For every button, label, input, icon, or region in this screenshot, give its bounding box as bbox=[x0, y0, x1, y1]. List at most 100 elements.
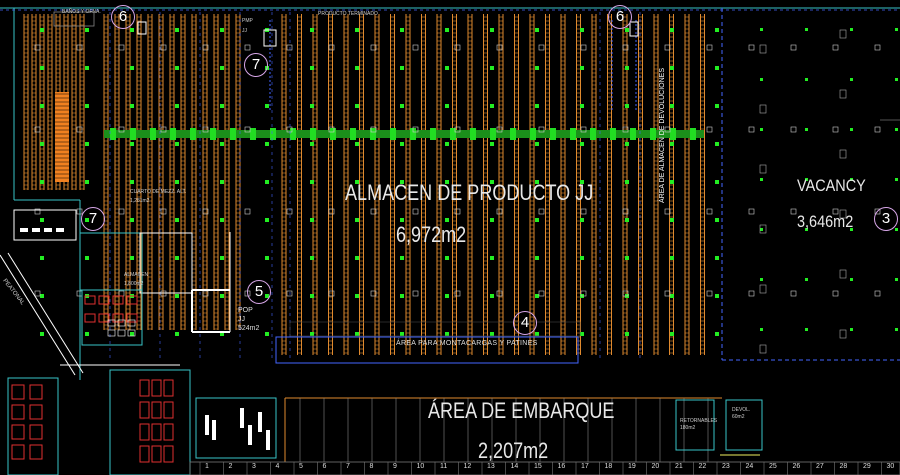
structural-column bbox=[265, 218, 269, 222]
structural-column bbox=[130, 218, 134, 222]
structural-column bbox=[130, 142, 134, 146]
rack-block-highlight bbox=[55, 92, 69, 182]
dock-number: 9 bbox=[393, 463, 397, 470]
structural-column bbox=[40, 104, 44, 108]
cross-aisle-mark bbox=[570, 128, 576, 140]
cross-aisle-mark bbox=[470, 128, 476, 140]
cross-aisle-mark bbox=[270, 128, 276, 140]
column-outline bbox=[412, 44, 419, 51]
cross-aisle-mark bbox=[290, 128, 296, 140]
structural-column bbox=[850, 178, 853, 181]
storage-cabinet bbox=[139, 423, 150, 441]
pedestrian-path bbox=[0, 254, 76, 376]
structural-column bbox=[715, 332, 719, 336]
structural-column bbox=[670, 332, 674, 336]
cross-aisle-band bbox=[104, 130, 704, 138]
structural-column bbox=[220, 294, 224, 298]
zone-marker-3: 3 bbox=[874, 207, 898, 231]
structural-column bbox=[580, 180, 584, 184]
column-outline bbox=[832, 44, 839, 51]
structural-column bbox=[400, 294, 404, 298]
column-outline bbox=[622, 290, 629, 297]
structural-column bbox=[535, 294, 539, 298]
dock-number: 19 bbox=[628, 463, 636, 470]
structural-column bbox=[175, 66, 179, 70]
cross-aisle-mark bbox=[110, 128, 116, 140]
vacancy-column bbox=[839, 329, 847, 339]
small-block-1-label: RETORNABLES bbox=[680, 418, 718, 424]
column-outline bbox=[286, 290, 293, 297]
structural-column bbox=[355, 66, 359, 70]
vacancy-column bbox=[839, 149, 847, 159]
dock-number: 12 bbox=[463, 463, 472, 470]
structural-column bbox=[670, 66, 674, 70]
structural-column bbox=[670, 256, 674, 260]
dock-number: 20 bbox=[651, 463, 660, 470]
mezzanine-label: CUARTO DE MEZZ. ALT. bbox=[130, 189, 187, 195]
structural-column bbox=[355, 218, 359, 222]
structural-column bbox=[490, 28, 494, 32]
cross-aisle-mark bbox=[210, 128, 216, 140]
structural-column bbox=[715, 294, 719, 298]
dock-door-strip bbox=[189, 461, 900, 475]
column-outline bbox=[118, 126, 125, 133]
equipment-marker bbox=[629, 21, 639, 37]
cross-aisle-mark bbox=[490, 128, 496, 140]
structural-column bbox=[535, 142, 539, 146]
column-outline bbox=[328, 208, 335, 215]
dock-number: 15 bbox=[534, 463, 542, 470]
column-outline bbox=[580, 290, 587, 297]
cross-aisle-mark bbox=[330, 128, 336, 140]
column-outline bbox=[412, 290, 419, 297]
vacancy-column bbox=[759, 104, 767, 114]
structural-column bbox=[850, 328, 853, 331]
office-block-label: ALMACEN bbox=[124, 272, 149, 278]
dock-number: 10 bbox=[416, 463, 425, 470]
utility-room bbox=[7, 377, 59, 475]
vacancy-column bbox=[839, 29, 847, 39]
column-outline bbox=[118, 290, 125, 297]
small-block-1-area: 180m2 bbox=[680, 425, 696, 431]
structural-column bbox=[850, 28, 853, 31]
structural-column bbox=[490, 180, 494, 184]
structural-column bbox=[535, 256, 539, 260]
structural-column bbox=[625, 28, 629, 32]
rack-header-label: PRODUCTO TERMINADO bbox=[318, 11, 378, 17]
structural-column bbox=[895, 328, 898, 331]
dock-number: 8 bbox=[369, 463, 374, 470]
structural-column bbox=[625, 104, 629, 108]
dock-number: 1 bbox=[205, 463, 209, 470]
storage-cabinet bbox=[151, 401, 162, 419]
structural-column bbox=[220, 332, 224, 336]
structural-column bbox=[40, 28, 44, 32]
dock-number: 24 bbox=[745, 463, 754, 470]
zone-marker-7-left: 7 bbox=[81, 207, 105, 231]
column-outline bbox=[664, 208, 671, 215]
vacancy-column bbox=[839, 269, 847, 279]
storage-cabinet bbox=[11, 444, 25, 460]
structural-column bbox=[715, 28, 719, 32]
column-outline bbox=[664, 126, 671, 133]
dock-number: 30 bbox=[886, 463, 895, 470]
cross-aisle-mark bbox=[350, 128, 356, 140]
small-block-2-area: 60m2 bbox=[732, 414, 745, 420]
column-outline bbox=[874, 290, 881, 297]
structural-column bbox=[220, 180, 224, 184]
structural-column bbox=[625, 332, 629, 336]
storage-cabinet bbox=[163, 423, 174, 441]
cross-aisle-mark bbox=[150, 128, 156, 140]
maintenance-room bbox=[109, 369, 191, 475]
structural-column bbox=[490, 66, 494, 70]
dock-number: 4 bbox=[275, 463, 280, 470]
structural-column bbox=[850, 78, 853, 81]
office-room bbox=[13, 209, 77, 241]
dock-number: 17 bbox=[581, 463, 589, 470]
shipping-area-title: ÁREA DE EMBARQUE bbox=[428, 398, 615, 423]
vacancy-column bbox=[759, 224, 767, 234]
column-outline bbox=[76, 44, 83, 51]
loading-equipment bbox=[212, 420, 216, 440]
structural-column bbox=[625, 66, 629, 70]
structural-column bbox=[220, 142, 224, 146]
structural-column bbox=[220, 104, 224, 108]
structural-column bbox=[850, 228, 853, 231]
